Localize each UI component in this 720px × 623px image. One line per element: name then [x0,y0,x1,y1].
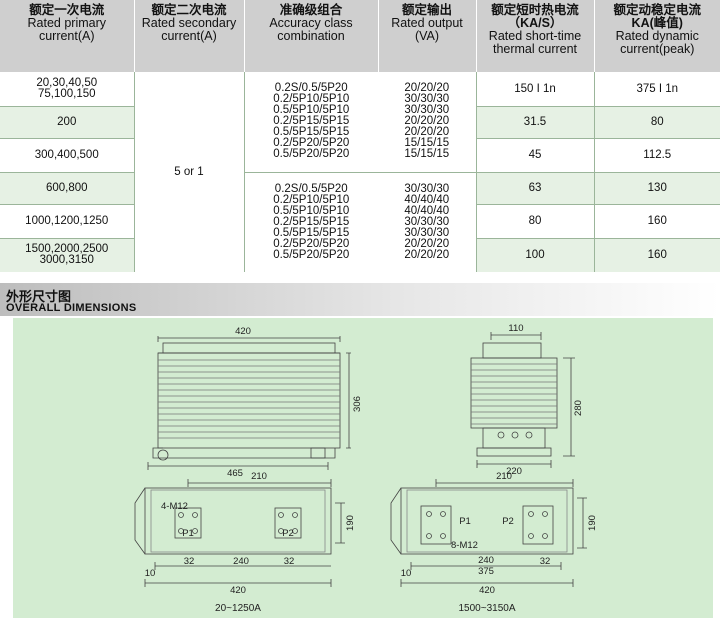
thermal-cell: 63 [476,172,595,205]
dim-label: 10 [145,568,156,579]
secondary-cell: 5 or 1 [133,72,245,272]
primary-cell: 1000,1200,1250 [0,204,134,239]
dim-label: 375 [478,566,494,577]
thermal-cell: 150 I 1n [476,72,595,107]
dim-label: P2 [282,528,294,539]
col-header-thermal: 额定短时热电流（KA/S）Rated short-time thermal cu… [475,0,594,72]
dim-label: 240 [233,556,249,567]
dim-label: 210 [251,471,267,482]
thermal-cell: 45 [476,138,595,173]
table-row: 300,400,500 45 112.5 [0,138,720,173]
plan-view-b [390,479,587,587]
dynamic-cell: 80 [594,106,720,139]
dim-label: P2 [502,516,514,527]
dim-label: P1 [182,528,194,539]
primary-cell: 200 [0,106,134,139]
dim-label: 465 [227,468,243,479]
dynamic-cell: 160 [594,238,720,272]
side-elevation [470,332,575,468]
caption-b: 1500~3150A [458,603,515,614]
dim-label: 32 [184,556,195,567]
dim-label: 280 [573,400,584,416]
dim-label: 420 [235,326,251,337]
thermal-cell: 31.5 [476,106,595,139]
dim-label: 420 [230,585,246,596]
dim-label: 210 [496,471,512,482]
dynamic-cell: 375 I 1n [594,72,720,107]
dim-label: 32 [284,556,295,567]
primary-cell: 300,400,500 [0,138,134,173]
dim-label: 110 [508,323,523,334]
dim-label: 220 [506,466,522,477]
dynamic-cell: 160 [594,204,720,239]
dim-label: 240 [478,555,494,566]
dim-label: P1 [459,516,471,527]
table-row: 200 31.5 80 [0,106,720,139]
dynamic-cell: 112.5 [594,138,720,173]
dynamic-cell: 130 [594,172,720,205]
col-header-dynamic: 额定动稳定电流KA(峰值)Rated dynamic current(peak) [593,0,720,72]
dim-label: 32 [540,556,551,567]
dimension-drawing: 420 306 465 110 280 220 210 4-M12 190 P1… [134,323,598,614]
plan-view-a [134,479,345,587]
dim-label: 190 [345,515,356,531]
dimension-drawing-panel: 420 306 465 110 280 220 210 4-M12 190 P1… [13,318,713,618]
primary-cell: 600,800 [0,172,134,205]
dim-label: 306 [352,396,363,412]
table-row: 1000,1200,1250 80 160 [0,204,720,239]
front-elevation [147,336,351,470]
section-title-zh: 外形尺寸图 [6,289,72,304]
dim-label: 420 [479,585,495,596]
section-title-en: OVERALL DIMENSIONS [6,302,137,314]
section-header-bar [0,283,720,316]
thermal-cell: 80 [476,204,595,239]
thermal-cell: 100 [476,238,595,272]
dim-label: 10 [401,568,412,579]
dim-label: 190 [587,515,598,531]
dim-label: 8-M12 [451,540,478,551]
dim-label: 4-M12 [161,501,188,512]
caption-a: 20~1250A [215,603,261,614]
